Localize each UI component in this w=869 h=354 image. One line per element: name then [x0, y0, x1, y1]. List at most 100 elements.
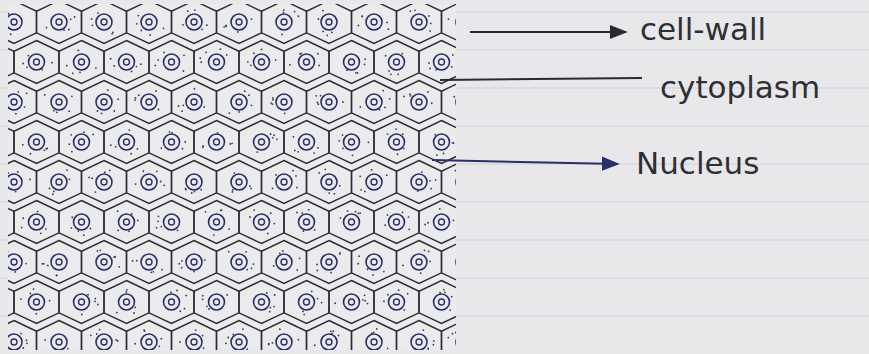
cytoplasm-dot [268, 343, 270, 345]
cytoplasm-dot [316, 270, 318, 272]
cytoplasm-dot [157, 59, 159, 61]
cytoplasm-dot [185, 189, 187, 191]
cytoplasm-dot [22, 63, 24, 65]
cytoplasm-dot [273, 306, 275, 308]
nucleolus [11, 259, 17, 265]
cell-wall-outline [374, 41, 419, 84]
nucleus-ring [254, 294, 270, 310]
cell-wall-outline [307, 321, 352, 351]
cytoplasm-dot [408, 216, 410, 218]
cytoplasm-dot [228, 112, 230, 114]
cytoplasm-dot [308, 209, 310, 211]
cytoplasm-dot [136, 260, 138, 262]
cell-wall-outline [217, 321, 262, 351]
cytoplasm-dot [398, 289, 400, 291]
cytoplasm-dot [53, 191, 55, 193]
cytoplasm-dot [251, 267, 253, 269]
cytoplasm-dot [246, 348, 248, 350]
cytoplasm-dot [202, 295, 204, 297]
cytoplasm-dot [357, 72, 359, 74]
nucleolus [101, 19, 107, 25]
cytoplasm-dot [256, 151, 258, 153]
cell-wall-outline [239, 201, 284, 244]
cytoplasm-dot [430, 23, 432, 25]
cell-wall-outline [352, 161, 397, 204]
cell-wall-outline [307, 241, 352, 284]
nucleus-ring [186, 174, 202, 190]
cytoplasm-dot [357, 25, 359, 27]
nucleus-ring [119, 54, 135, 70]
cytoplasm-dot [242, 328, 244, 330]
cytoplasm-dot [46, 27, 48, 29]
nucleolus [124, 219, 130, 225]
nucleus-ring [164, 54, 180, 70]
nucleolus [349, 299, 355, 305]
cytoplasm-dot [44, 94, 46, 96]
cell-wall-outline [59, 41, 104, 84]
cytoplasm-dot [169, 131, 171, 133]
nucleolus [169, 299, 175, 305]
cytoplasm-dot [49, 188, 51, 190]
nucleus-ring [141, 334, 157, 350]
nucleolus [11, 19, 17, 25]
nucleolus [214, 299, 220, 305]
nucleolus [236, 99, 242, 105]
cytoplasm-dot [410, 95, 412, 97]
cytoplasm-dot [289, 64, 291, 66]
cell-wall-outline [284, 41, 329, 84]
nucleus-ring [209, 54, 225, 70]
cell-wall-outline [397, 321, 442, 351]
cytoplasm-dot [87, 294, 89, 296]
cell-wall-outline [397, 241, 442, 284]
cytoplasm-dot [272, 99, 274, 101]
cytoplasm-dot [78, 49, 80, 51]
nucleus-ring [344, 214, 360, 230]
cytoplasm-dot [53, 110, 55, 112]
cytoplasm-dot [96, 333, 98, 335]
cytoplasm-dot [158, 215, 160, 217]
nucleus-ring [276, 14, 292, 30]
nucleus-ring [8, 254, 22, 270]
cell-wall-outline [329, 121, 374, 164]
cytoplasm-dot [452, 54, 454, 56]
nucleolus [56, 179, 62, 185]
cell-wall-outline [352, 321, 397, 351]
cytoplasm-dot [74, 16, 76, 18]
cytoplasm-dot [104, 171, 106, 173]
cytoplasm-dot [155, 90, 157, 92]
nucleus-ring [254, 134, 270, 150]
cytoplasm-dot [229, 143, 231, 145]
cytoplasm-dot [185, 295, 187, 297]
cytoplasm-dot [384, 107, 386, 109]
cytoplasm-dot [334, 193, 336, 195]
nucleus-ring [141, 14, 157, 30]
cytoplasm-dot [248, 94, 250, 96]
cytoplasm-dot [382, 90, 384, 92]
cytoplasm-dot [452, 142, 454, 144]
cell-wall-outline [262, 4, 307, 44]
cytoplasm-dot [253, 209, 255, 211]
cell-grid [8, 4, 456, 350]
cytoplasm-dot [296, 269, 298, 271]
cell-wall-outline [37, 161, 82, 204]
cytoplasm-dot [158, 345, 160, 347]
cytoplasm-dot [56, 274, 58, 276]
cytoplasm-dot [204, 259, 206, 261]
cytoplasm-dot [232, 189, 234, 191]
nucleolus [101, 259, 107, 265]
cytoplasm-dot [81, 314, 83, 316]
cytoplasm-dot [386, 174, 388, 176]
cytoplasm-dot [163, 27, 165, 29]
cytoplasm-dot [302, 310, 304, 312]
cytoplasm-dot [294, 11, 296, 13]
cytoplasm-dot [72, 72, 74, 74]
cell-wall-outline [82, 161, 127, 204]
cell-wall-outline [397, 4, 442, 44]
cytoplasm-dot [292, 170, 294, 172]
cell-wall-outline [374, 121, 419, 164]
cytoplasm-dot [49, 300, 51, 302]
cytoplasm-dot [130, 153, 132, 155]
cytoplasm-dot [134, 307, 136, 309]
cytoplasm-dot [427, 348, 429, 350]
cytoplasm-dot [24, 106, 26, 108]
